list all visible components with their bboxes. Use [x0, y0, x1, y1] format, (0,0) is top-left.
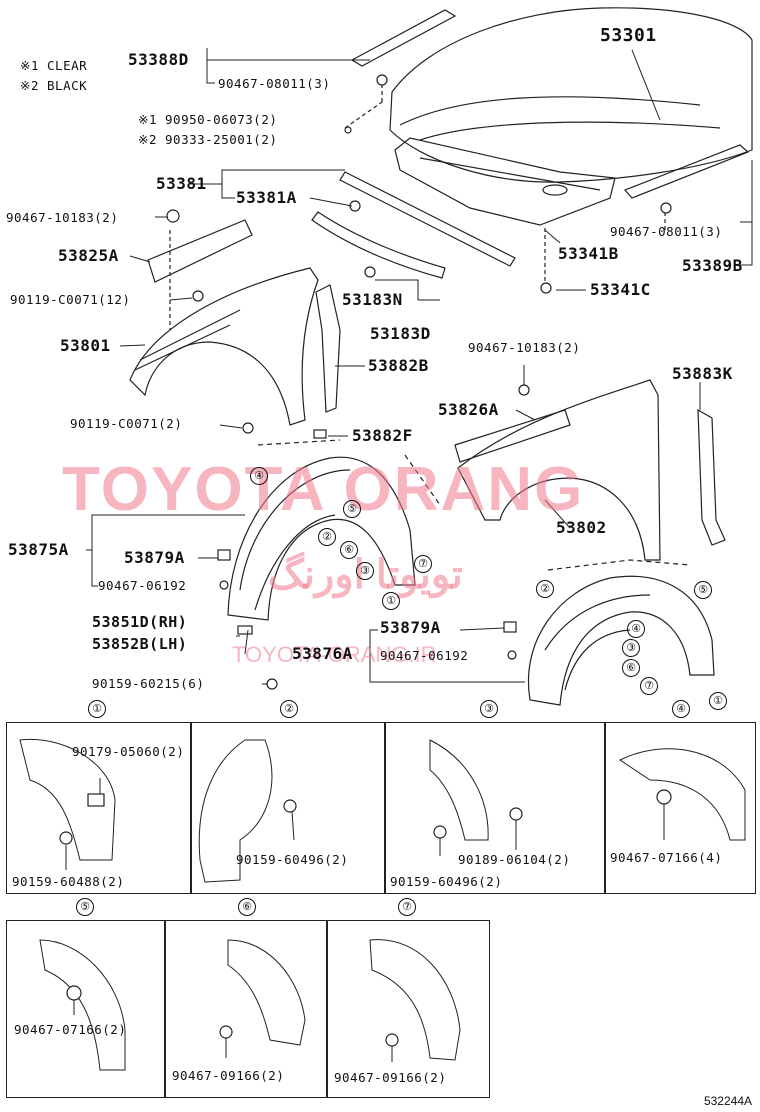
panel-3-number: ③ — [480, 700, 498, 718]
hood-drawing — [389, 7, 753, 183]
panel-7-number: ⑦ — [398, 898, 416, 916]
label-53388D: 53388D — [128, 50, 189, 69]
watermark-url: TOYOTA-ORANG.IR — [232, 642, 437, 667]
panel-6-number: ⑥ — [238, 898, 256, 916]
label-90159-60215: 90159-60215(6) — [92, 676, 205, 691]
hood-seal-drawing — [350, 9, 457, 67]
marker-5-right: ⑤ — [694, 581, 712, 599]
detail-1-label-90159-60488: 90159-60488(2) — [12, 874, 125, 889]
detail-panel-1 — [6, 722, 192, 894]
detail-4-label-90467-07166: 90467-07166(4) — [610, 850, 723, 865]
detail-panel-7 — [326, 920, 490, 1098]
marker-6-right: ⑥ — [622, 659, 640, 677]
fender-liner-lh-drawing — [227, 456, 416, 621]
label-53389B: 53389B — [682, 256, 743, 275]
detail-6-label-90467-09166: 90467-09166(2) — [172, 1068, 285, 1083]
label-53381A: 53381A — [236, 188, 297, 207]
panel-2-number: ② — [280, 700, 298, 718]
cowl-seal-drawing — [339, 171, 516, 267]
label-90467-06192-left: 90467-06192 — [98, 578, 187, 593]
label-90119-C0071-12: 90119-C0071(12) — [10, 292, 131, 307]
label-53341B: 53341B — [558, 244, 619, 263]
detail-5-label-90467-07166: 90467-07166(2) — [14, 1022, 127, 1037]
marker-3-left: ③ — [356, 562, 374, 580]
label-53883K: 53883K — [672, 364, 733, 383]
label-53381: 53381 — [156, 174, 207, 193]
fender-liner-strip-drawing — [315, 284, 341, 413]
marker-1-right: ① — [709, 692, 727, 710]
detail-panel-3 — [384, 722, 606, 894]
label-53875A: 53875A — [8, 540, 69, 559]
label-53183N: 53183N — [342, 290, 403, 309]
marker-7-right: ⑦ — [640, 677, 658, 695]
marker-3-right: ③ — [622, 639, 640, 657]
label-53852B: 53852B(LH) — [92, 635, 188, 653]
label-53876A: 53876A — [292, 644, 353, 663]
label-53802: 53802 — [556, 518, 607, 537]
label-53183D: 53183D — [370, 324, 431, 343]
label-53879A-right: 53879A — [380, 618, 441, 637]
detail-7-label-90467-09166: 90467-09166(2) — [334, 1070, 447, 1085]
label-90333-25001: ※2 90333-25001(2) — [138, 132, 278, 147]
hood-insulator-drawing — [394, 137, 616, 226]
front-fender-lh-drawing — [129, 267, 319, 426]
watermark-latin: TOYOTA ORANG — [62, 455, 585, 524]
label-90950-06073: ※1 90950-06073(2) — [138, 112, 278, 127]
label-53341C: 53341C — [590, 280, 651, 299]
marker-7-left: ⑦ — [414, 555, 432, 573]
detail-panel-2 — [190, 722, 386, 894]
label-90467-10183-a: 90467-10183(2) — [6, 210, 119, 225]
label-90467-06192-right: 90467-06192 — [380, 648, 469, 663]
diagram-code: 532244A — [703, 1094, 752, 1108]
marker-2-right: ② — [536, 580, 554, 598]
label-90119-C0071-2: 90119-C0071(2) — [70, 416, 183, 431]
detail-3-label-90189-06104: 90189-06104(2) — [458, 852, 571, 867]
side-seal-drawing — [623, 144, 750, 199]
label-53851D: 53851D(RH) — [92, 613, 188, 631]
detail-panel-6 — [164, 920, 328, 1098]
fender-liner-rh-drawing — [528, 575, 715, 706]
fender-liner-strip-rh-drawing — [697, 408, 726, 546]
hood-rear-seal-drawing — [311, 211, 446, 279]
front-fender-rh-drawing — [457, 379, 661, 561]
label-90467-10183-b: 90467-10183(2) — [468, 340, 581, 355]
label-53801: 53801 — [60, 336, 111, 355]
legend-clear: ※1 CLEAR — [20, 58, 88, 73]
detail-2-label-90159-60496: 90159-60496(2) — [236, 852, 349, 867]
fender-bracket-drawing — [147, 219, 253, 283]
label-90467-08011-b: 90467-08011(3) — [610, 224, 723, 239]
detail-panel-5 — [6, 920, 166, 1098]
detail-panel-4 — [604, 722, 756, 894]
label-53882B: 53882B — [368, 356, 429, 375]
label-53301: 53301 — [600, 25, 657, 46]
label-53825A: 53825A — [58, 246, 119, 265]
label-90467-08011-a: 90467-08011(3) — [218, 76, 331, 91]
detail-3-label-90159-60496: 90159-60496(2) — [390, 874, 503, 889]
marker-6-left: ⑥ — [340, 541, 358, 559]
legend-black: ※2 BLACK — [20, 78, 88, 93]
label-53882F: 53882F — [352, 426, 413, 445]
panel-1-number: ① — [88, 700, 106, 718]
label-53879A-left: 53879A — [124, 548, 185, 567]
marker-4-right: ④ — [627, 620, 645, 638]
panel-4-number: ④ — [672, 700, 690, 718]
detail-1-label-90179-05060: 90179-05060(2) — [72, 744, 185, 759]
panel-5-number: ⑤ — [76, 898, 94, 916]
marker-2-left: ② — [318, 528, 336, 546]
marker-4-top: ④ — [250, 467, 268, 485]
marker-5-left: ⑤ — [343, 500, 361, 518]
label-53826A: 53826A — [438, 400, 499, 419]
marker-1-left: ① — [382, 592, 400, 610]
